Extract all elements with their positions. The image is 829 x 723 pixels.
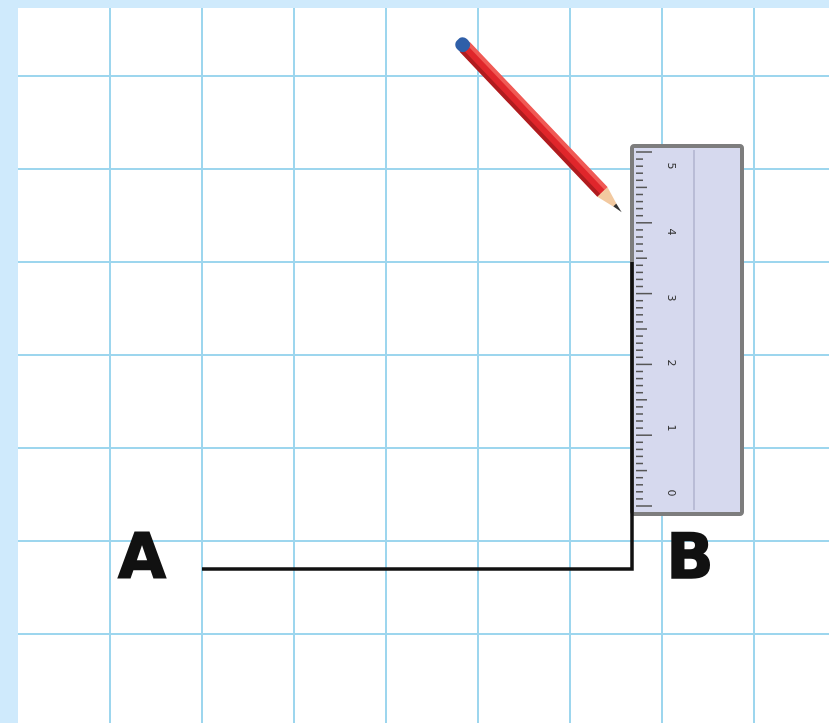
ruler-icon: 0 1 2 3 4 5 — [630, 144, 744, 516]
ruler-marks: 0 1 2 3 4 5 — [665, 163, 678, 497]
ruler-mark-0: 0 — [665, 490, 678, 497]
ruler-mark-3: 3 — [665, 295, 678, 302]
ruler-mark-4: 4 — [665, 229, 678, 236]
label-point-b: B — [666, 520, 713, 593]
pencil-icon — [455, 37, 622, 213]
ruler-ticks — [636, 151, 652, 507]
ruler-mark-1: 1 — [665, 425, 678, 432]
ruler-mark-5: 5 — [665, 163, 678, 170]
ruler-mark-2: 2 — [665, 360, 678, 367]
label-point-a: A — [118, 520, 166, 593]
line-ab — [202, 262, 634, 571]
